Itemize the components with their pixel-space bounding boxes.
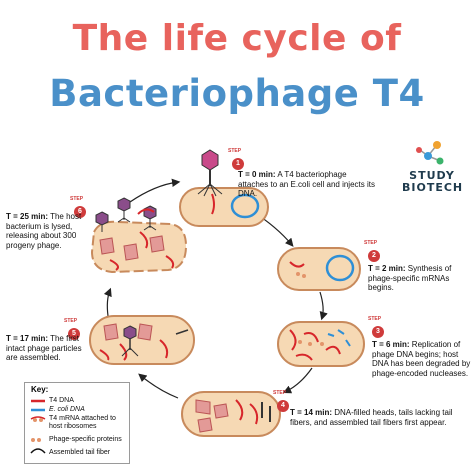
step-word-4: STEP: [273, 390, 287, 396]
step-number-6: 6: [78, 208, 82, 215]
step-number-4: 4: [281, 402, 285, 409]
step-text-2: Synthesis of phage-specific mRNAs begins…: [368, 264, 452, 292]
step-badge-5: [68, 328, 80, 340]
arrow-step5-to-6: [103, 287, 112, 317]
step-note-3: T = 6 min: Replication of phage DNA begi…: [372, 340, 472, 378]
step-badge-6: [74, 206, 86, 218]
mrna-ribosome-icon: [30, 416, 46, 420]
step-time-6: T = 25 min:: [6, 212, 49, 221]
step-word-6: STEP: [70, 196, 84, 202]
step-note-6: T = 25 min: The host bacterium is lysed,…: [6, 212, 92, 250]
arrow-step3-to-4: [282, 367, 313, 394]
key-item-phage-proteins: Phage-specific proteins: [49, 436, 122, 443]
cell-step-6: [90, 197, 188, 274]
arc-icon: [30, 448, 46, 454]
cell-step-2: [277, 247, 361, 291]
key-title: Key:: [31, 385, 49, 394]
brand-line-2: BIOTECH: [402, 181, 464, 194]
title-line-2: Bacteriophage T4: [49, 72, 425, 115]
step-word-5: STEP: [64, 318, 78, 324]
step-text-4: DNA-filled heads, tails lacking tail fib…: [290, 408, 453, 427]
step-note-2: T = 2 min: Synthesis of phage-specific m…: [368, 264, 470, 293]
key-legend: Key: T4 DNA E. coli DNA T4 mRNA attached…: [24, 382, 130, 464]
step-time-2: T = 2 min:: [368, 264, 406, 273]
title-line-1: The life cycle of: [72, 18, 402, 59]
cell-step-5: [89, 315, 195, 365]
step-note-4: T = 14 min: DNA-filled heads, tails lack…: [290, 408, 460, 427]
step-badge-4: [277, 400, 289, 412]
brand-logo-text: STUDY BIOTECH: [402, 170, 462, 194]
step-text-3: Replication of phage DNA begins; host DN…: [372, 340, 471, 378]
step-note-1: T = 0 min: A T4 bacteriophage attaches t…: [238, 170, 378, 199]
step-word-1: STEP: [228, 148, 242, 154]
key-item-ecoli-dna: E. coli DNA: [49, 406, 85, 413]
study-biotech-logo: [416, 141, 444, 165]
step-number-1: 1: [236, 160, 240, 167]
arrow-step2-to-3: [319, 291, 328, 321]
cell-step-3: [277, 321, 365, 367]
arrow-step6-to-1: [129, 178, 181, 203]
step-badge-1: [232, 158, 244, 170]
arrow-step4-to-5: [138, 373, 179, 399]
cell-step-4: [181, 391, 281, 437]
cell-step-1: [179, 149, 269, 227]
key-item-tail-fiber: Assembled tail fiber: [49, 449, 111, 456]
step-word-3: STEP: [368, 316, 382, 322]
step-text-1: A T4 bacteriophage attaches to an E.coli…: [238, 170, 375, 198]
step-badge-3: [372, 326, 384, 338]
brand-line-1: STUDY: [409, 169, 455, 182]
key-item-t4-mrna: T4 mRNA attached to host ribosomes: [49, 415, 116, 430]
dot-icon: [31, 438, 35, 442]
key-item-t4-dna: T4 DNA: [49, 397, 74, 404]
step-badges: [68, 158, 384, 412]
step-time-5: T = 17 min:: [6, 334, 49, 343]
step-time-1: T = 0 min:: [238, 170, 276, 179]
step-text-6: The host bacterium is lysed, releasing a…: [6, 212, 82, 250]
step-time-3: T = 6 min:: [372, 340, 410, 349]
step-text-5: The first intact phage particles are ass…: [6, 334, 82, 362]
key-icons: [30, 399, 46, 454]
step-note-5: T = 17 min: The first intact phage parti…: [6, 334, 88, 363]
step-time-4: T = 14 min:: [290, 408, 333, 417]
step-number-5: 5: [72, 330, 76, 337]
step-badge-2: [368, 250, 380, 262]
step-number-3: 3: [376, 328, 380, 335]
step-word-2: STEP: [364, 240, 378, 246]
step-number-2: 2: [372, 252, 376, 259]
